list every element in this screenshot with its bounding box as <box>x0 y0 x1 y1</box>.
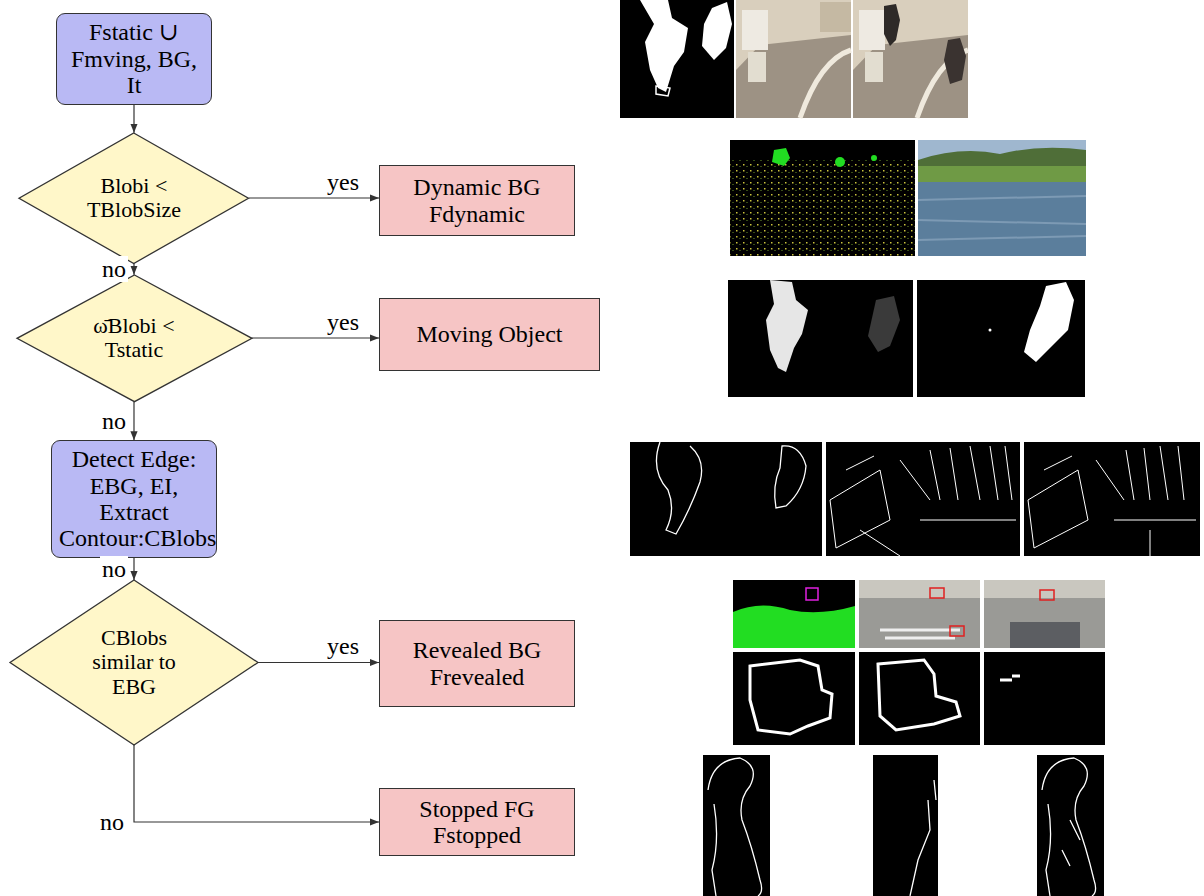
foreground-mask-image <box>620 0 734 118</box>
current-frame-image <box>853 0 968 118</box>
flow-arrow <box>133 401 134 440</box>
flow-arrow <box>133 105 134 133</box>
edge-label: no <box>100 256 128 282</box>
result-box: Dynamic BG Fdynamic <box>379 165 575 236</box>
static-mask-image <box>917 280 1085 397</box>
revealed-mask-image <box>733 580 855 648</box>
stopped-edge-image <box>873 755 938 896</box>
contour-image <box>630 442 822 556</box>
node-text: Revealed BG Frevealed <box>397 637 557 690</box>
input-box: Fstatic ∪ Fmving, BG, It <box>56 13 212 104</box>
decision-diamond: Blobi < TBlobSize <box>19 133 248 263</box>
frame-edge-image <box>1024 442 1200 556</box>
decision-diamond: CBlobs similar to EBG <box>10 580 258 745</box>
flow-arrow <box>133 558 134 580</box>
match-image <box>984 652 1105 745</box>
stopped-frame-edge-image <box>1037 755 1104 896</box>
edge-label: yes <box>325 309 361 335</box>
node-text: CBlobs similar to EBG <box>89 626 179 699</box>
result-box: Stopped FG Fstopped <box>379 788 575 856</box>
edge-label: no <box>100 408 128 434</box>
node-text: Dynamic BG Fdynamic <box>397 174 557 227</box>
weight-map-image <box>728 280 913 397</box>
decision-diamond: ω̄Blobi < Tstatic <box>17 275 252 402</box>
edge-label: no <box>100 556 128 582</box>
node-text: Fstatic ∪ Fmving, BG, It <box>64 19 204 98</box>
blob-contour-image <box>733 652 855 745</box>
edge-label: no <box>98 809 126 835</box>
node-text: Blobi < TBlobSize <box>79 174 189 222</box>
street-image <box>859 580 980 648</box>
street-image <box>984 580 1105 648</box>
dynamic-background-mask <box>730 140 915 256</box>
flow-arrow <box>258 662 379 663</box>
flow-arrow <box>133 263 134 274</box>
node-text: Detect Edge: EBG, EI, Extract Contour:CB… <box>59 446 209 552</box>
result-box: Revealed BG Frevealed <box>379 620 575 707</box>
stopped-contour-image <box>703 755 770 896</box>
node-text: ω̄Blobi < Tstatic <box>79 314 189 362</box>
edge-label: yes <box>325 169 361 195</box>
flow-arrow <box>134 745 379 822</box>
background-image <box>736 0 851 118</box>
process-box: Detect Edge: EBG, EI, Extract Contour:CB… <box>51 440 217 558</box>
river-image <box>918 140 1086 256</box>
flow-arrow <box>251 337 379 338</box>
background-edge-image <box>826 442 1020 556</box>
edge-contour-image <box>859 652 980 745</box>
node-text: Moving Object <box>417 321 563 347</box>
edge-label: yes <box>325 633 361 659</box>
node-text: Stopped FG Fstopped <box>397 796 557 849</box>
flow-arrow <box>249 197 379 198</box>
result-box: Moving Object <box>379 298 600 371</box>
